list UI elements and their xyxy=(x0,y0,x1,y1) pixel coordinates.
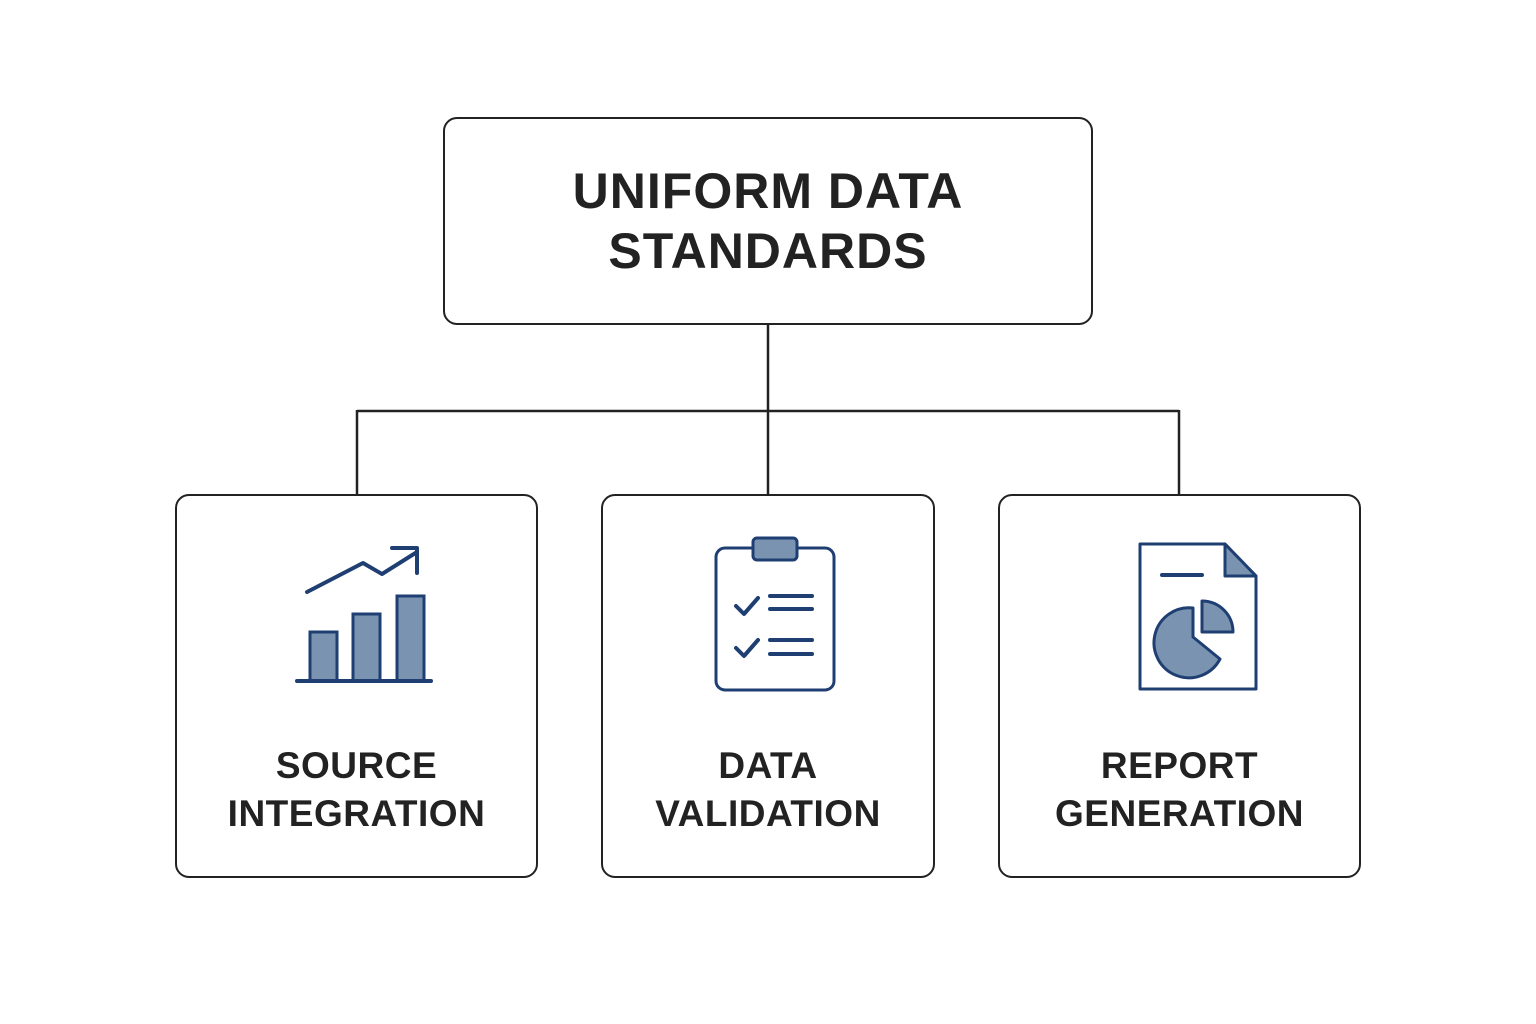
root-node: UNIFORM DATA STANDARDS xyxy=(443,117,1093,325)
node-source-integration: SOURCE INTEGRATION xyxy=(175,494,538,878)
node-data-validation: DATA VALIDATION xyxy=(601,494,935,878)
root-title-line-1: UNIFORM DATA xyxy=(572,163,964,219)
clipboard-checklist-icon xyxy=(714,536,836,692)
node-label-line-1: DATA xyxy=(718,745,818,786)
node-data-validation-label: DATA VALIDATION xyxy=(603,742,933,838)
report-pie-chart-icon xyxy=(1138,542,1257,691)
node-report-generation: REPORT GENERATION xyxy=(998,494,1361,878)
node-label-line-2: INTEGRATION xyxy=(227,793,486,834)
root-title-line-2: STANDARDS xyxy=(608,223,928,279)
node-label-line-2: VALIDATION xyxy=(655,793,881,834)
node-label-line-2: GENERATION xyxy=(1055,793,1304,834)
node-report-generation-label: REPORT GENERATION xyxy=(1000,742,1359,838)
node-source-integration-label: SOURCE INTEGRATION xyxy=(177,742,536,838)
node-label-line-1: SOURCE xyxy=(275,745,438,786)
bar-chart-trend-icon xyxy=(294,546,433,683)
node-label-line-1: REPORT xyxy=(1100,745,1259,786)
